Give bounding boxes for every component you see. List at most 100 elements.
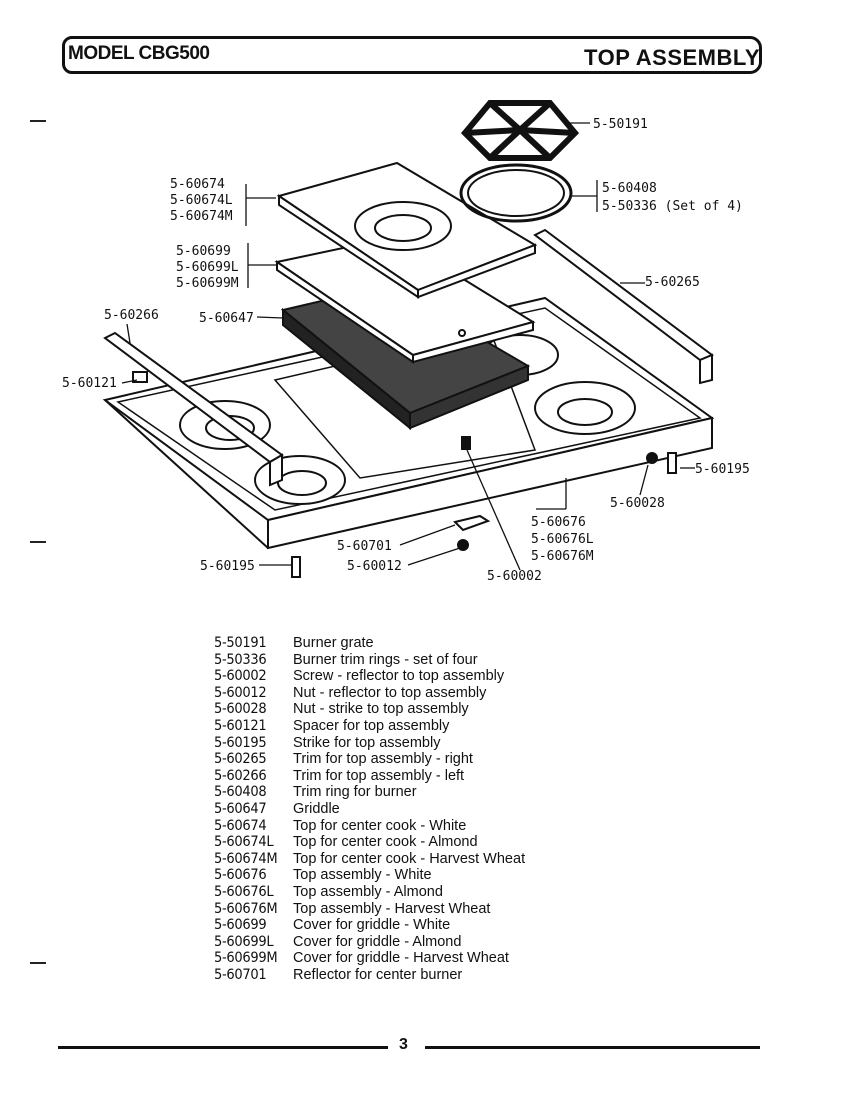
callout-60012: 5-60012: [347, 559, 402, 574]
part-description: Griddle: [293, 800, 340, 817]
parts-row: 5-60647 Griddle: [214, 801, 634, 818]
page-number: 3: [399, 1036, 408, 1053]
part-description: Trim for top assembly - left: [293, 767, 465, 784]
spacer: [132, 371, 148, 383]
part-number: 5-60699M: [214, 950, 278, 967]
part-number: 5-60265: [214, 751, 267, 768]
scan-mark: [30, 120, 46, 122]
part-description: Cover for griddle - White: [293, 917, 451, 934]
callout-60266: 5-60266: [104, 308, 159, 323]
callout-60674: 5-60674: [170, 177, 225, 192]
part-description: Trim ring for burner: [293, 784, 417, 801]
parts-row: 5-60699L Cover for griddle - Almond: [214, 934, 634, 951]
part-description: Burner trim rings - set of four: [293, 651, 478, 668]
parts-row: 5-50191 Burner grate: [214, 635, 634, 652]
parts-row: 5-60012 Nut - reflector to top assembly: [214, 685, 634, 702]
parts-row: 5-50336 Burner trim rings - set of four: [214, 652, 634, 669]
part-number: 5-60647: [214, 800, 267, 817]
part-number: 5-60266: [214, 767, 267, 784]
part-description: Top assembly - Harvest Wheat: [293, 900, 491, 917]
callout-60701: 5-60701: [337, 539, 392, 554]
part-number: 5-60676M: [214, 900, 278, 917]
callout-60676: 5-60676: [531, 515, 586, 530]
parts-row: 5-60699 Cover for griddle - White: [214, 917, 634, 934]
part-number: 5-60674: [214, 817, 267, 834]
top-assembly-diagram: 5-50191 5-60674 5-60674L 5-60674M 5-6040…: [62, 100, 750, 584]
part-description: Top assembly - White: [293, 867, 432, 884]
part-number: 5-60674L: [214, 834, 274, 851]
part-number: 5-60012: [214, 684, 267, 701]
burner-grate: [460, 100, 580, 161]
center-cook-top: [276, 161, 538, 299]
callout-60647: 5-60647: [199, 311, 254, 326]
part-description: Top assembly - Almond: [293, 883, 443, 900]
parts-row: 5-60676 Top assembly - White: [214, 867, 634, 884]
part-number: 5-60408: [214, 784, 267, 801]
callout-60676L: 5-60676L: [531, 532, 594, 547]
part-description: Screw - reflector to top assembly: [293, 668, 505, 685]
part-description: Burner grate: [293, 635, 374, 651]
callout-60676M: 5-60676M: [531, 549, 594, 564]
footer-rule-right: [425, 1046, 760, 1049]
part-number: 5-60676: [214, 867, 267, 884]
part-description: Top for center cook - Almond: [293, 834, 478, 851]
part-number: 5-60028: [214, 701, 267, 718]
part-number: 5-60701: [214, 966, 267, 983]
model-title: MODEL CBG500: [68, 43, 210, 64]
callout-60699M: 5-60699M: [176, 276, 239, 291]
callout-50191: 5-50191: [593, 117, 648, 132]
part-description: Reflector for center burner: [293, 966, 463, 983]
scan-mark: [30, 541, 46, 543]
parts-row: 5-60674M Top for center cook - Harvest Wh…: [214, 851, 634, 868]
callout-60674M: 5-60674M: [170, 209, 233, 224]
griddle-cover: [274, 235, 536, 364]
callout-60265: 5-60265: [645, 275, 700, 290]
footer-rule-left: [58, 1046, 388, 1049]
parts-row: 5-60408 Trim ring for burner: [214, 784, 634, 801]
part-number: 5-60699L: [214, 933, 274, 950]
parts-row: 5-60699M Cover for griddle - Harvest Whea…: [214, 950, 634, 967]
parts-row: 5-60028 Nut - strike to top assembly: [214, 701, 634, 718]
part-description: Trim for top assembly - right: [293, 751, 473, 768]
parts-row: 5-60195 Strike for top assembly: [214, 735, 634, 752]
callout-60121: 5-60121: [62, 376, 117, 391]
header-frame: [62, 36, 762, 74]
parts-row: 5-60002 Screw - reflector to top assembly: [214, 668, 634, 685]
parts-row: 5-60266 Trim for top assembly - left: [214, 768, 634, 785]
part-description: Top for center cook - Harvest Wheat: [293, 850, 526, 867]
scan-mark: [30, 962, 46, 964]
part-number: 5-50191: [214, 635, 267, 651]
leader-lines: [121, 122, 695, 571]
part-description: Strike for top assembly: [293, 734, 441, 751]
hardware: [291, 436, 677, 578]
burner-trim-ring: [459, 163, 573, 223]
part-number: 5-60676L: [214, 883, 274, 900]
section-title: TOP ASSEMBLY: [584, 45, 760, 70]
left-trim: [103, 331, 284, 487]
part-description: Spacer for top assembly: [293, 717, 450, 734]
parts-list: 5-50191 Burner grate 5-50336 Burner trim r…: [214, 635, 634, 983]
parts-row: 5-60676M Top assembly - Harvest Wheat: [214, 901, 634, 918]
part-description: Nut - strike to top assembly: [293, 701, 469, 718]
callout-60195-left: 5-60195: [200, 559, 255, 574]
part-number: 5-60699: [214, 917, 267, 934]
part-description: Cover for griddle - Harvest Wheat: [293, 950, 509, 967]
parts-row: 5-60674L Top for center cook - Almond: [214, 834, 634, 851]
part-number: 5-60674M: [214, 850, 278, 867]
callout-60002: 5-60002: [487, 569, 542, 584]
parts-row: 5-60676L Top assembly - Almond: [214, 884, 634, 901]
callout-60699: 5-60699: [176, 244, 231, 259]
part-description: Nut - reflector to top assembly: [293, 684, 487, 701]
part-number: 5-60195: [214, 734, 267, 751]
part-description: Cover for griddle - Almond: [293, 933, 462, 950]
callout-50336: 5-50336 (Set of 4): [602, 199, 743, 214]
part-number: 5-50336: [214, 651, 267, 668]
part-number: 5-60002: [214, 668, 267, 685]
parts-row: 5-60701 Reflector for center burner: [214, 967, 634, 984]
callout-60028: 5-60028: [610, 496, 665, 511]
parts-row: 5-60265 Trim for top assembly - right: [214, 751, 634, 768]
callout-60674L: 5-60674L: [170, 193, 233, 208]
right-trim: [533, 228, 715, 385]
